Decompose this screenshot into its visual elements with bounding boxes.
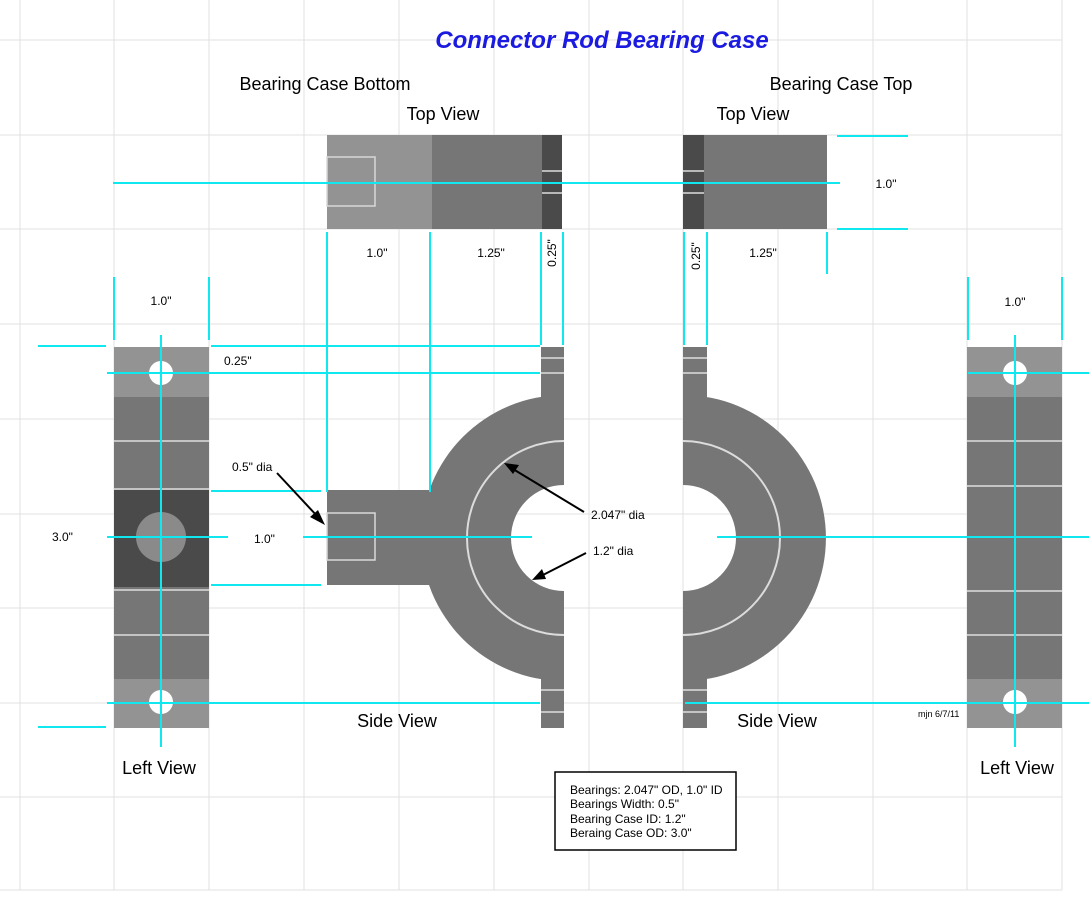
- label-side-view-top: Side View: [737, 711, 818, 731]
- dim-bottom-top-w1: 1.0": [367, 246, 388, 260]
- signature: mjn 6/7/11: [918, 709, 959, 719]
- dim-top-top-w2: 1.25": [749, 246, 777, 260]
- drawing-title: Connector Rod Bearing Case: [435, 27, 768, 54]
- note-line: Bearings: 2.047" OD, 1.0" ID: [570, 783, 723, 797]
- arrow-head-inner: [532, 569, 546, 580]
- label-side-view-bottom: Side View: [357, 711, 438, 731]
- label-left-view-top: Left View: [980, 758, 1055, 778]
- dim-top-top-height: 1.0": [876, 177, 897, 191]
- dim-right-width: 1.0": [1005, 295, 1026, 309]
- dim-arm-height: 1.0": [254, 532, 275, 546]
- dim-height: 3.0": [52, 530, 73, 544]
- dim-bottom-top-w3: 0.25": [545, 239, 559, 267]
- label-top-view-bottom: Top View: [407, 104, 481, 124]
- label-top-view-top: Top View: [717, 104, 791, 124]
- dim-bottom-top-w2: 1.25": [477, 246, 505, 260]
- dim-outer-dia: 2.047" dia: [591, 508, 645, 522]
- note-line: Bearing Case ID: 1.2": [570, 812, 686, 826]
- heading-bearing-case-bottom: Bearing Case Bottom: [239, 74, 410, 94]
- note-line: Bearings Width: 0.5": [570, 797, 679, 811]
- arrow-head-outer: [504, 463, 519, 474]
- dim-left-width: 1.0": [151, 294, 172, 308]
- dim-boss-dia: 0.5" dia: [232, 460, 273, 474]
- label-left-view-bottom: Left View: [122, 758, 197, 778]
- dim-inner-dia: 1.2" dia: [593, 544, 634, 558]
- heading-bearing-case-top: Bearing Case Top: [770, 74, 913, 94]
- dim-flange: 0.25": [224, 354, 252, 368]
- leader-arrows: [276, 463, 587, 580]
- bottom-top-boss-outline: [326, 156, 376, 207]
- notes-box: Bearings: 2.047" OD, 1.0" ID Bearings Wi…: [554, 771, 737, 851]
- dim-top-top-w1: 0.25": [689, 242, 703, 270]
- arrow-head-boss: [310, 510, 325, 525]
- dimension-lines: [38, 135, 1089, 747]
- note-line: Beraing Case OD: 3.0": [570, 826, 692, 840]
